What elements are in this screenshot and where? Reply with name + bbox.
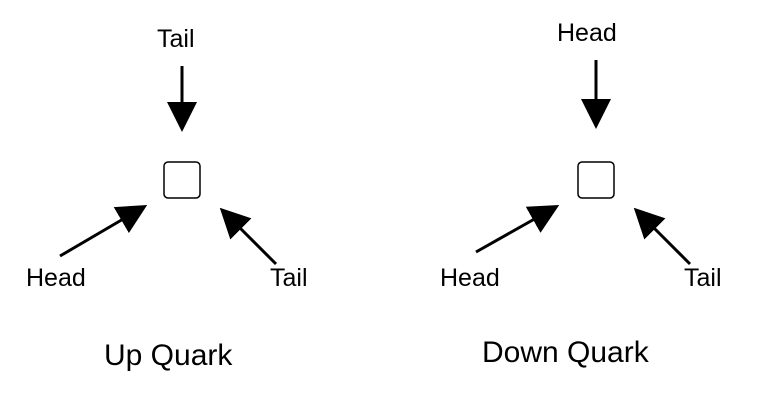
down-quark-node [577,161,615,199]
down-quark-bottom-left-arrow [475,205,560,254]
up-quark-bottom-left-arrow [59,204,148,258]
down-quark-title: Down Quark [482,336,649,369]
up-quark-node [163,161,201,199]
up-quark-title: Up Quark [104,339,233,372]
up-quark-top-label: Tail [157,25,195,53]
down-quark-top-label: Head [557,19,617,47]
down-quark-bottom-right-arrow [633,207,692,266]
up-quark-bottom-right-arrow [219,207,278,266]
down-quark-bottom-right-label: Tail [684,264,722,292]
up-quark-bottom-left-label: Head [26,264,86,292]
up-quark-bottom-right-label: Tail [270,264,308,292]
down-quark-bottom-left-label: Head [440,264,500,292]
